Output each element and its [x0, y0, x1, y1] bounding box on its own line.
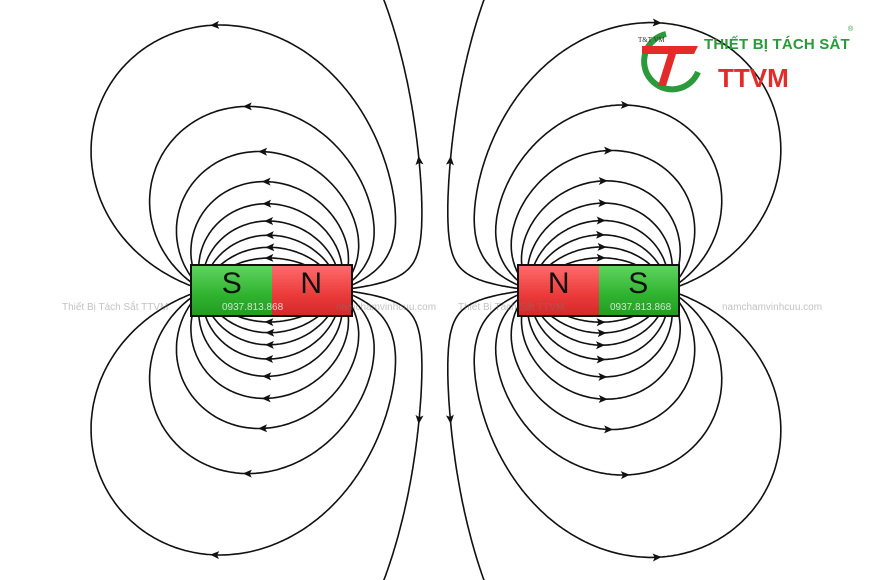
field-line: [343, 0, 423, 291]
watermark-phone: 0937.813.868: [222, 302, 284, 313]
field-direction-arrow-icon: [264, 253, 274, 262]
ttvm-logo: T&T VM THIẾT BỊ TÁCH SẮT ® TTVM: [636, 24, 866, 96]
field-line: [494, 104, 723, 290]
field-direction-arrow-icon: [264, 231, 274, 240]
field-direction-arrow-icon: [598, 199, 608, 208]
field-direction-arrow-icon: [262, 372, 272, 381]
logo-title: THIẾT BỊ TÁCH SẮT: [704, 36, 850, 53]
right-magnet: N S: [517, 264, 680, 317]
field-direction-arrow-icon: [597, 242, 607, 251]
field-line: [90, 290, 397, 556]
logo-brand: TTVM: [718, 63, 789, 93]
field-direction-arrow-icon: [264, 355, 274, 364]
field-direction-arrow-icon: [445, 414, 454, 424]
field-direction-arrow-icon: [596, 355, 606, 364]
field-direction-arrow-icon: [620, 471, 630, 480]
field-direction-arrow-icon: [242, 102, 252, 111]
field-direction-arrow-icon: [265, 328, 275, 337]
field-direction-arrow-icon: [261, 394, 271, 403]
field-direction-arrow-icon: [598, 176, 608, 185]
field-direction-arrow-icon: [264, 318, 274, 327]
field-direction-arrow-icon: [596, 318, 606, 327]
field-line: [494, 290, 723, 476]
south-pole: S: [598, 266, 678, 315]
field-direction-arrow-icon: [598, 395, 608, 404]
watermark-site: namchamvinhcuu.com: [336, 302, 437, 313]
logo-small-text: T&T VM: [638, 36, 665, 44]
field-direction-arrow-icon: [620, 100, 630, 109]
field-direction-arrow-icon: [210, 20, 220, 29]
watermark-company: Thiết Bị Tách Sắt TTVM: [458, 302, 565, 313]
field-direction-arrow-icon: [415, 414, 424, 425]
field-direction-arrow-icon: [262, 199, 272, 208]
field-line: [447, 289, 527, 580]
field-line: [473, 290, 782, 559]
logo-emblem-icon: [641, 31, 701, 93]
north-pole: N: [271, 266, 351, 315]
field-direction-arrow-icon: [595, 230, 605, 239]
field-direction-arrow-icon: [415, 155, 424, 166]
field-direction-arrow-icon: [265, 243, 275, 252]
watermark-company: Thiết Bị Tách Sắt TTVM: [62, 302, 169, 313]
field-direction-arrow-icon: [210, 551, 220, 560]
field-direction-arrow-icon: [596, 253, 606, 262]
field-line: [343, 289, 423, 580]
field-direction-arrow-icon: [652, 18, 662, 27]
field-direction-arrow-icon: [261, 177, 271, 186]
watermark-site: namchamvinhcuu.com: [722, 302, 823, 313]
field-direction-arrow-icon: [595, 341, 605, 350]
field-direction-arrow-icon: [258, 147, 268, 156]
left-magnet: S N: [190, 264, 353, 317]
field-line: [447, 0, 527, 291]
registered-mark: ®: [848, 26, 854, 33]
watermark-phone: 0937.813.868: [610, 302, 672, 313]
field-direction-arrow-icon: [652, 553, 662, 562]
field-direction-arrow-icon: [258, 424, 268, 433]
field-direction-arrow-icon: [596, 216, 606, 225]
field-line: [90, 24, 397, 290]
south-pole: S: [192, 266, 272, 315]
field-direction-arrow-icon: [445, 156, 454, 166]
field-direction-arrow-icon: [264, 340, 274, 349]
field-direction-arrow-icon: [264, 216, 274, 225]
field-direction-arrow-icon: [598, 372, 608, 381]
field-direction-arrow-icon: [597, 329, 607, 338]
field-direction-arrow-icon: [604, 146, 614, 155]
field-direction-arrow-icon: [242, 469, 252, 478]
field-direction-arrow-icon: [604, 425, 614, 434]
north-pole: N: [519, 266, 599, 315]
